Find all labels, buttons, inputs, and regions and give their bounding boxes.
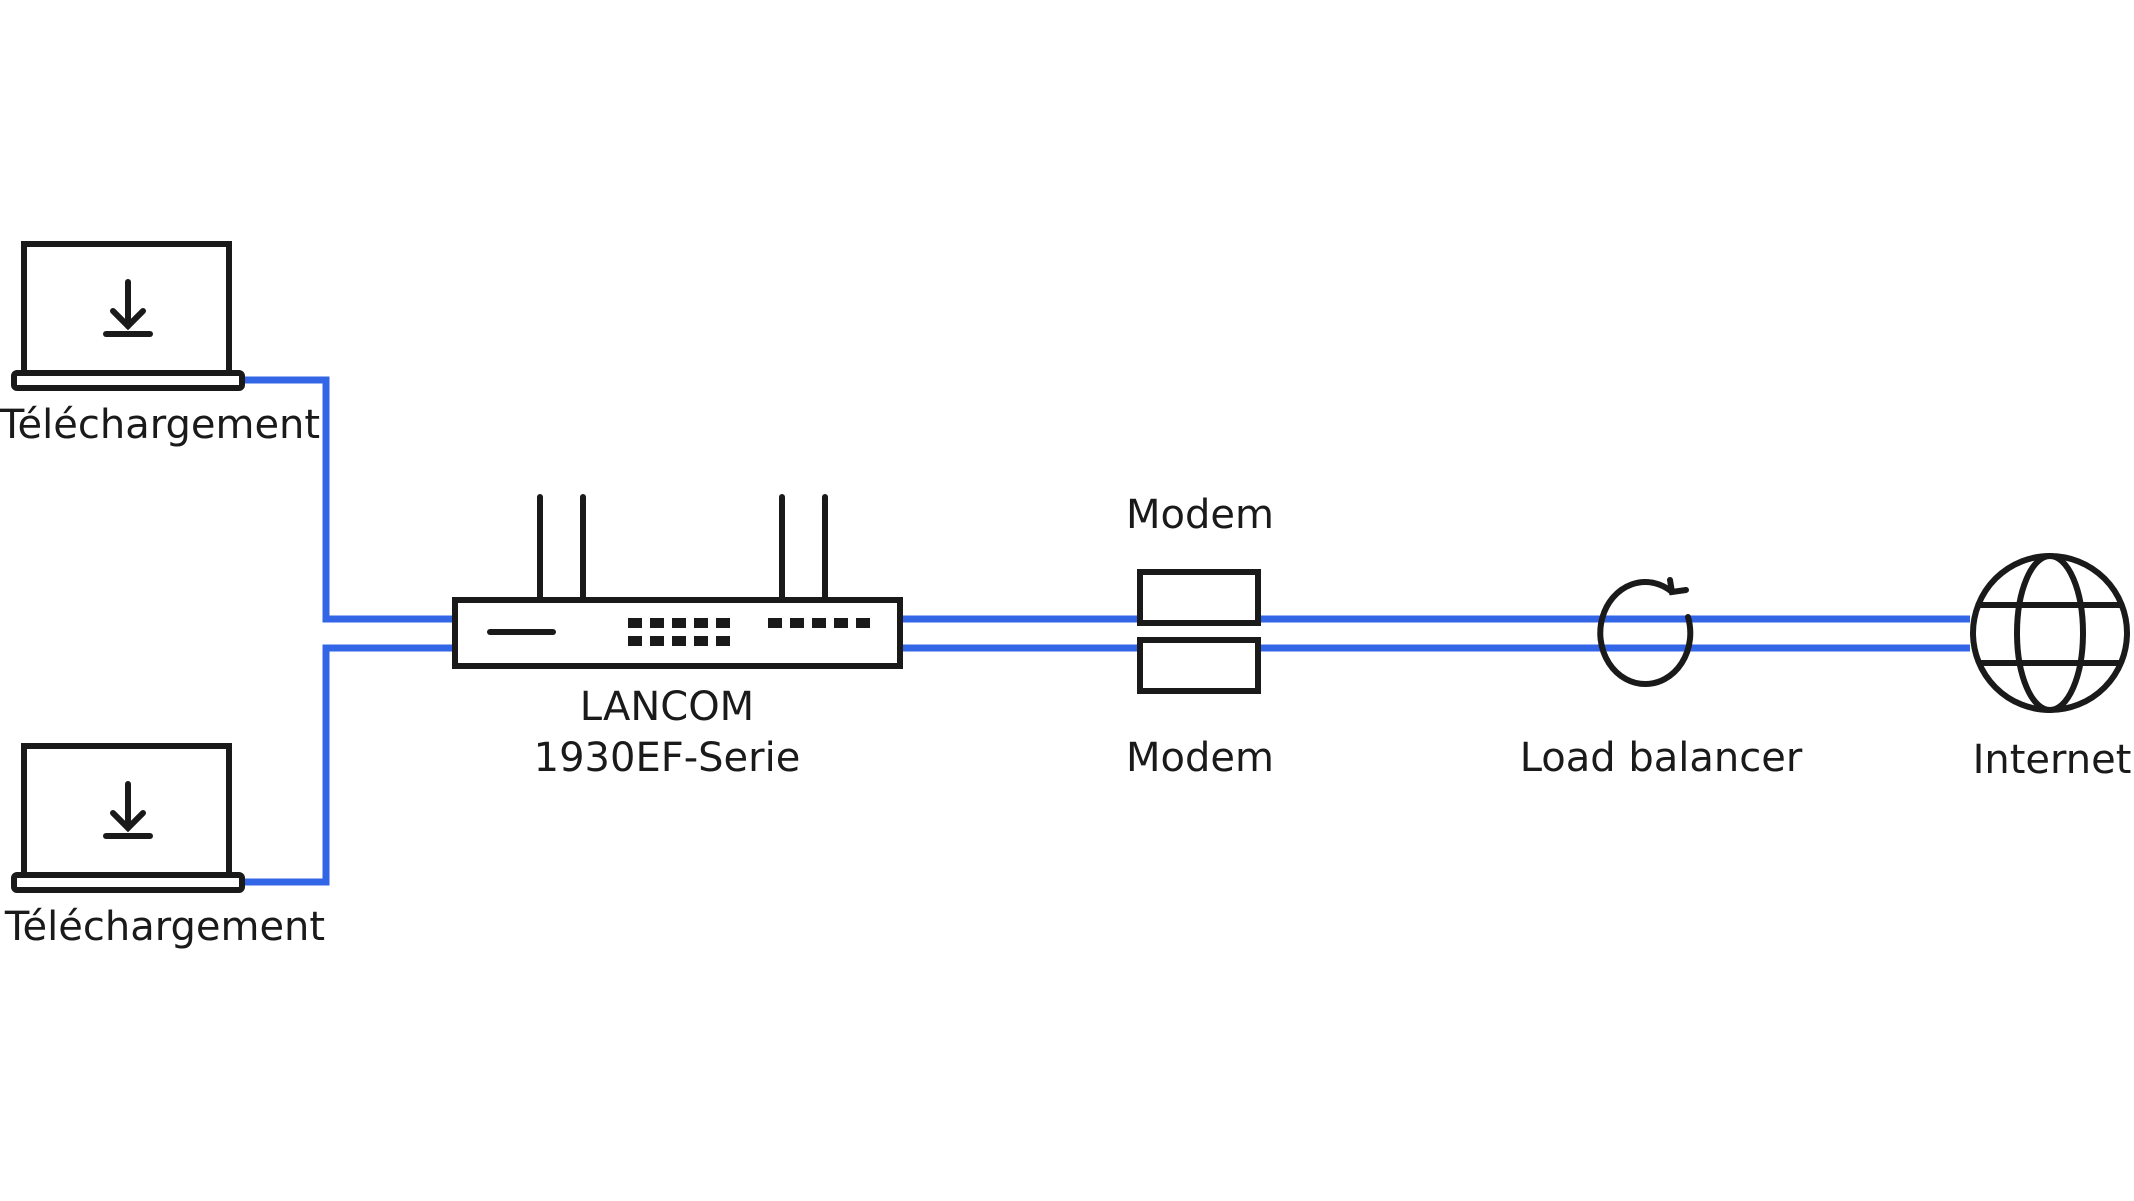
router-icon [452,494,903,669]
modem-icon [1137,569,1261,626]
modem-top-label: Modem [1126,492,1274,538]
router: LANCOM 1930EF-Serie [452,494,903,781]
globe-icon [1970,553,2130,713]
router-label-line2: 1930EF-Serie [534,735,801,781]
load-balancer: Load balancer [1520,577,1803,781]
laptop-download-icon [11,241,245,391]
laptop-bottom-label: Téléchargement [4,904,325,950]
router-ports [628,618,870,646]
modem-bottom: Modem [1126,637,1274,781]
modem-icon [1137,637,1261,694]
laptop-top-label: Téléchargement [0,402,320,448]
link-laptop-bottom-router [237,644,455,886]
laptop-bottom: Téléchargement [4,743,325,950]
connections [237,376,1970,886]
load-balancer-label: Load balancer [1520,735,1803,781]
modem-bottom-label: Modem [1126,735,1274,781]
internet: Internet [1970,553,2132,783]
link-laptop-top-router [237,376,455,623]
laptop-download-icon [11,743,245,893]
laptop-top: Téléchargement [0,241,320,448]
router-label-line1: LANCOM [580,684,754,730]
refresh-icon [1597,577,1694,687]
modem-top: Modem [1126,492,1274,626]
internet-label: Internet [1973,737,2132,783]
